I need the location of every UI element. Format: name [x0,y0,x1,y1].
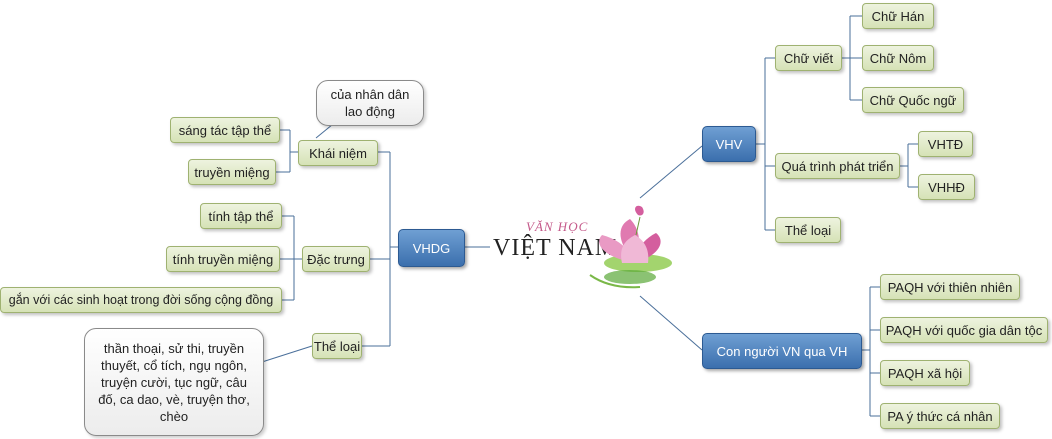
the-loai-left-node[interactable]: Thể loại [312,333,362,359]
lotus-icon [589,205,672,289]
dac-trung-node[interactable]: Đặc trưng [302,246,370,272]
the-loai-note: thần thoại, sử thi, truyền thuyết, cổ tí… [84,328,264,436]
truyen-mieng-node[interactable]: truyền miệng [188,159,276,185]
sang-tac-tap-the-node[interactable]: sáng tác tập thể [170,117,280,143]
chu-han-node[interactable]: Chữ Hán [862,3,934,29]
logo-line2: VIỆT NAM [493,235,618,261]
paqh-quoc-gia-node[interactable]: PAQH với quốc gia dân tộc [880,317,1048,343]
chu-viet-node[interactable]: Chữ viết [775,45,842,71]
vhv-node[interactable]: VHV [702,126,756,162]
vhdg-node[interactable]: VHDG [398,229,465,267]
logo-line1: VĂN HỌC [526,219,589,234]
con-nguoi-node[interactable]: Con người VN qua VH [702,333,862,369]
vhtd-node[interactable]: VHTĐ [918,131,973,157]
qua-trinh-phat-trien-node[interactable]: Quá trình phát triển [775,153,900,179]
tinh-tap-the-node[interactable]: tính tập thể [200,203,282,229]
chu-nom-node[interactable]: Chữ Nôm [862,45,934,71]
vhhd-node[interactable]: VHHĐ [918,174,975,200]
paqh-xa-hoi-node[interactable]: PAQH xã hội [880,360,970,386]
khai-niem-note: của nhân dân lao động [316,80,424,126]
khai-niem-node[interactable]: Khái niệm [298,140,378,166]
paqh-thien-nhien-node[interactable]: PAQH với thiên nhiên [880,274,1020,300]
center-logo: VĂN HỌC VIỆT NAM [490,205,675,300]
chu-quoc-ngu-node[interactable]: Chữ Quốc ngữ [862,87,964,113]
gan-voi-sinh-hoat-node[interactable]: gắn với các sinh hoạt trong đời sống cộn… [0,287,282,313]
the-loai-right-node[interactable]: Thể loại [775,217,841,243]
pa-y-thuc-node[interactable]: PA ý thức cá nhân [880,403,1000,429]
tinh-truyen-mieng-node[interactable]: tính truyền miệng [166,246,280,272]
